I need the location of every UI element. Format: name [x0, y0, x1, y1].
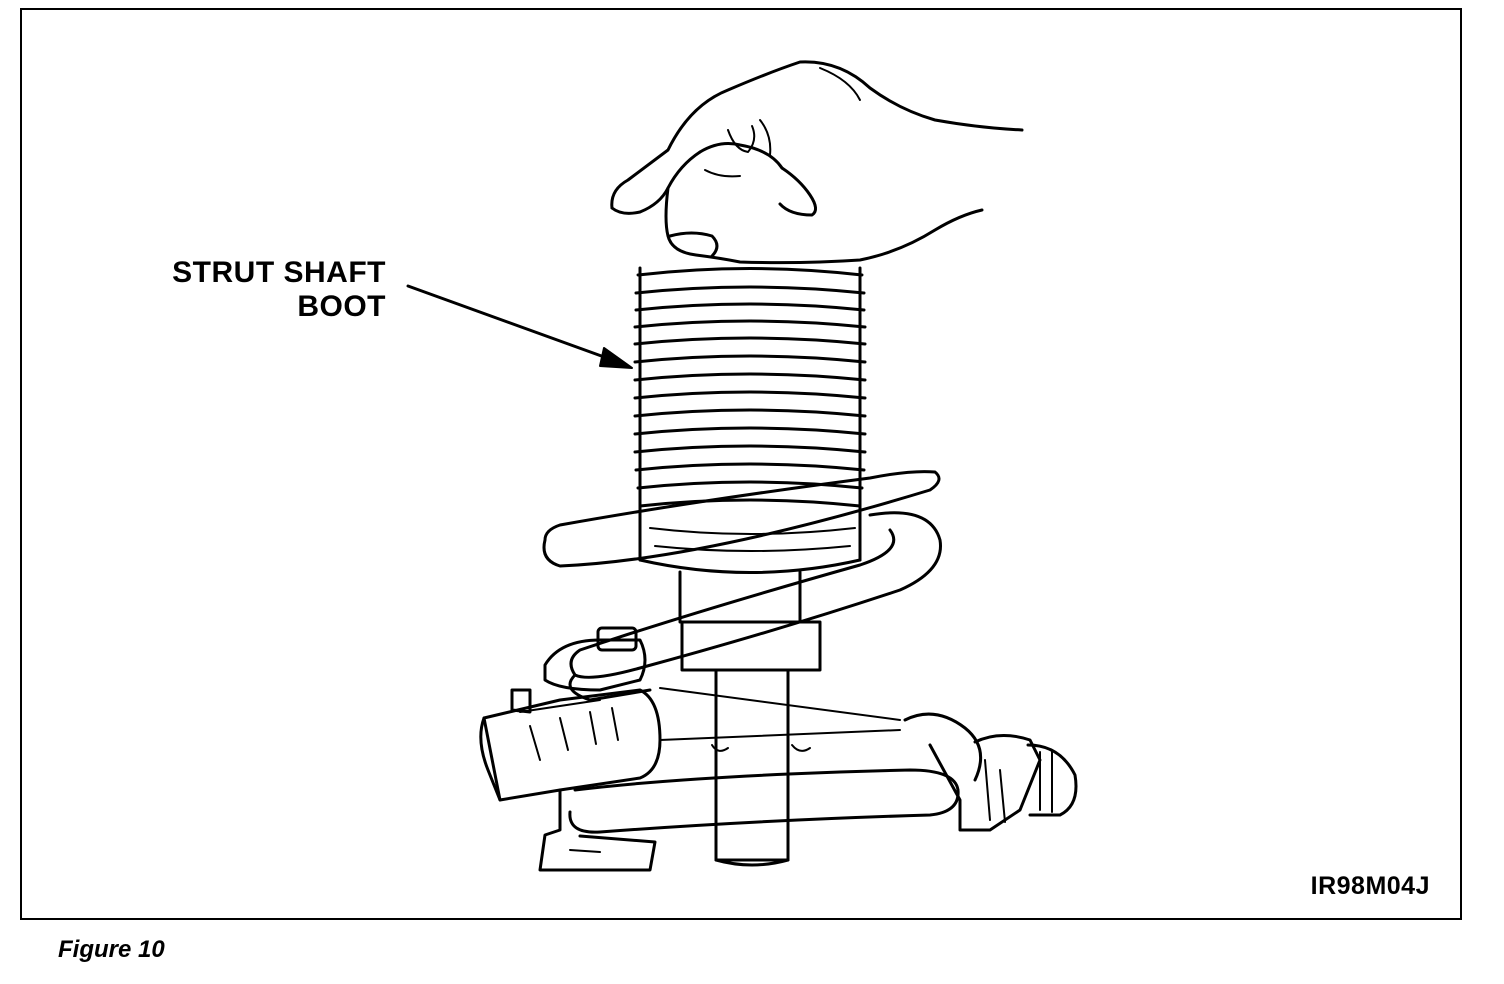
figure-id: IR98M04J: [1310, 872, 1430, 900]
lower-control-arm: [570, 714, 1076, 832]
strut-body: [660, 572, 900, 865]
coil-spring: [544, 472, 941, 700]
callout-line-2: BOOT: [297, 290, 386, 323]
figure-caption: Figure 10: [58, 936, 165, 963]
callout-line-1: STRUT SHAFT: [172, 256, 386, 289]
callout-arrow: [408, 286, 632, 368]
hand: [612, 62, 1022, 263]
lower-bracket: [481, 628, 660, 870]
strut-shaft-boot: [635, 268, 865, 573]
strut-shaft-boot-label: STRUT SHAFT BOOT: [150, 256, 386, 324]
